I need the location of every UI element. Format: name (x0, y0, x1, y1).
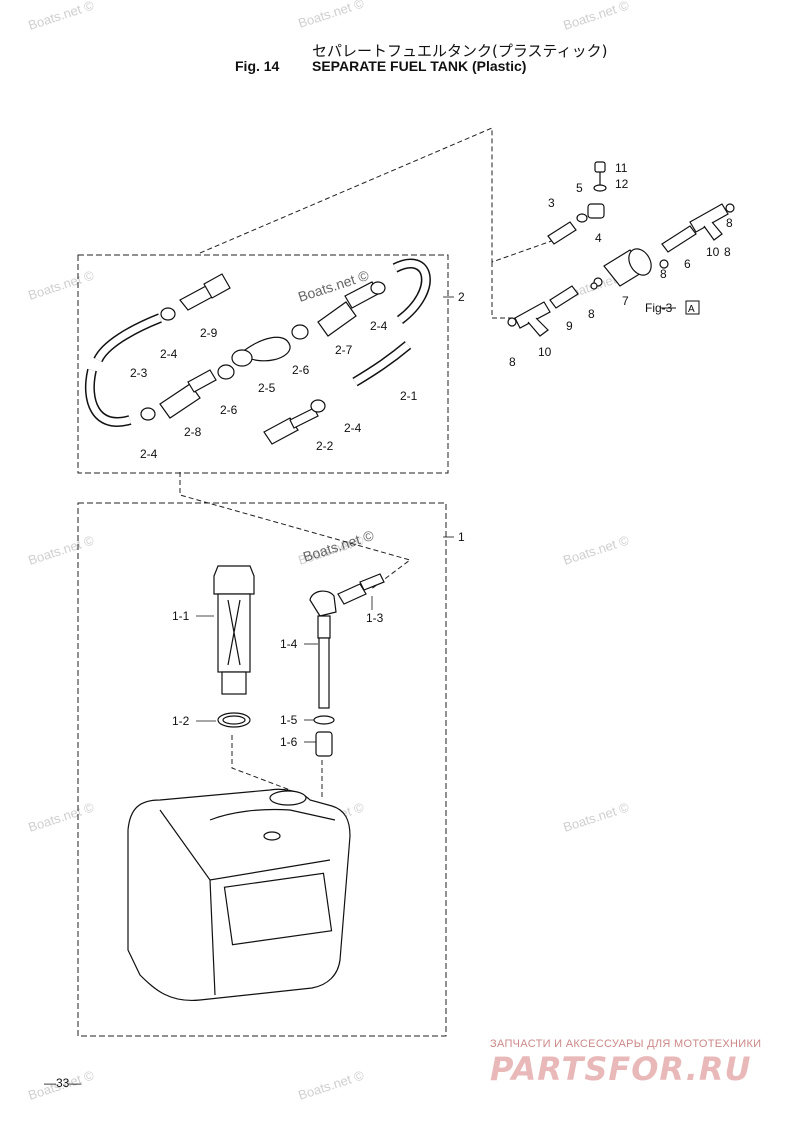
callout-8: 8 (660, 267, 667, 281)
watermark: Boats.net © (26, 267, 96, 302)
callout-1-4: 1-4 (280, 637, 298, 651)
callout-2-7: 2-7 (335, 343, 353, 357)
watermark: Boats.net © (26, 799, 96, 834)
leader-lines (179, 127, 561, 800)
fig-ref-box (685, 300, 700, 315)
group-box-tank (77, 502, 447, 1037)
figure-number: Fig. 14 (235, 58, 280, 74)
callout-2-3: 2-3 (130, 366, 148, 380)
callout-11: 11 (615, 161, 628, 175)
callout-4: 4 (595, 231, 602, 245)
watermark: Boats.net © (296, 0, 366, 31)
callout-1-6: 1-6 (280, 735, 298, 749)
callout-2-4: 2-4 (344, 421, 362, 435)
callout-8: 8 (588, 307, 595, 321)
callout-2-9: 2-9 (200, 326, 218, 340)
callout-2-2: 2-2 (316, 439, 334, 453)
callout-2-8: 2-8 (184, 425, 202, 439)
callout-9: 9 (566, 319, 573, 333)
callout-8: 8 (726, 216, 733, 230)
callout-5: 5 (576, 181, 583, 195)
callout-3: 3 (548, 196, 555, 210)
callout-8: 8 (509, 355, 516, 369)
group-boxes (77, 254, 449, 1037)
page-number: —33— (44, 1076, 82, 1090)
watermark: Boats.net © (296, 1067, 366, 1102)
title-japanese: セパレートフュエルタンク(プラスティック) (312, 42, 608, 60)
callout-10: 10 (706, 245, 720, 259)
callout-2: 2 (458, 290, 465, 304)
callout-2-4: 2-4 (140, 447, 158, 461)
callout-2-1: 2-1 (400, 389, 418, 403)
callout-2-6: 2-6 (220, 403, 238, 417)
watermark: Boats.net © (26, 532, 96, 567)
callout-10: 10 (538, 345, 552, 359)
group-box-hose (77, 254, 449, 474)
callout-1-3: 1-3 (366, 611, 384, 625)
callout-1-2: 1-2 (172, 714, 190, 728)
callout-7: 7 (622, 294, 629, 308)
callout-8: 8 (724, 245, 731, 259)
watermark: Boats.net © (561, 0, 631, 33)
callout-2-4: 2-4 (370, 319, 388, 333)
watermark: Boats.net © (561, 532, 631, 567)
callout-2-5: 2-5 (258, 381, 276, 395)
filter-assembly (507, 161, 735, 337)
callout-leaders (196, 296, 454, 743)
brand-logo: PARTSFOR.RU (490, 1050, 752, 1088)
watermark: Boats.net © (561, 799, 631, 834)
hose-fittings (140, 273, 386, 445)
callout-1: 1 (458, 530, 465, 544)
callout-1-5: 1-5 (280, 713, 298, 727)
brand-tagline: ЗАПЧАСТИ И АКСЕССУАРЫ ДЛЯ МОТОТЕХНИКИ (490, 1038, 762, 1050)
callout-2-6: 2-6 (292, 363, 310, 377)
callout-6: 6 (684, 257, 691, 271)
title-english: SEPARATE FUEL TANK (Plastic) (312, 58, 527, 74)
callout-fig-ref-box: A (688, 304, 695, 315)
watermark: Boats.net © (26, 0, 96, 33)
callout-2-4: 2-4 (160, 347, 178, 361)
callout-12: 12 (615, 177, 629, 191)
tank-assembly (127, 565, 385, 1002)
callout-1-1: 1-1 (172, 609, 190, 623)
hose-assembly (84, 258, 431, 427)
callout-fig-ref: Fig-3 (645, 301, 673, 315)
callout-labels: 11 12 5 3 4 8 6 10 8 8 7 Fig-3 A 9 8 8 1… (130, 161, 733, 749)
